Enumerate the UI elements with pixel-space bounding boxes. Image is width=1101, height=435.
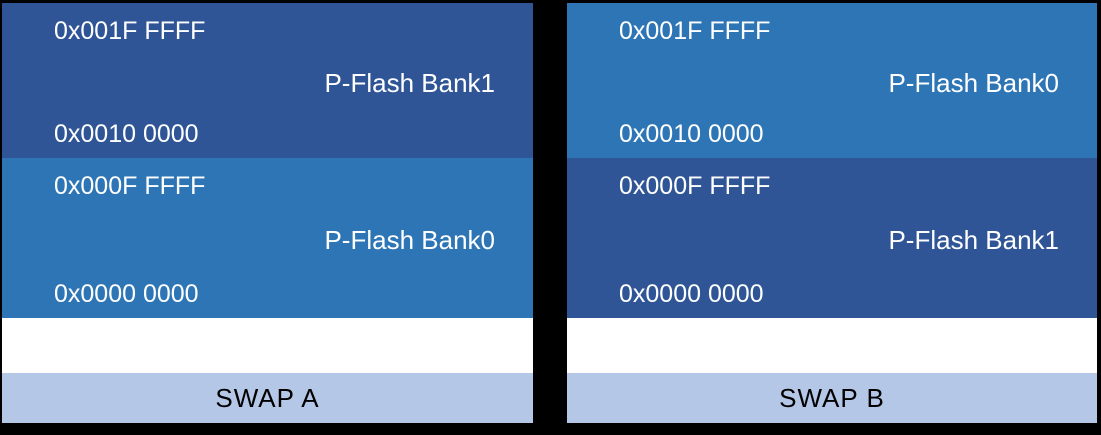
bank-name-label: P-Flash Bank0 <box>888 67 1059 98</box>
memory-block-pflash-bank1: 0x001F FFFF P-Flash Bank1 0x0010 0000 <box>2 3 533 158</box>
bank-name-label: P-Flash Bank0 <box>324 225 495 255</box>
swap-a-bar: SWAP A <box>2 373 533 423</box>
memory-block-pflash-bank1: 0x000F FFFF P-Flash Bank1 0x0000 0000 <box>567 158 1097 318</box>
memory-block-pflash-bank0: 0x000F FFFF P-Flash Bank0 0x0000 0000 <box>2 158 533 318</box>
memory-block-pflash-bank0: 0x001F FFFF P-Flash Bank0 0x0010 0000 <box>567 3 1097 158</box>
swap-a-label: SWAP A <box>215 382 320 413</box>
address-high-label: 0x000F FFFF <box>54 172 206 200</box>
spacer-band <box>2 318 533 373</box>
swap-b-label: SWAP B <box>779 382 885 413</box>
address-high-label: 0x001F FFFF <box>54 17 206 45</box>
bank-name-label: P-Flash Bank1 <box>888 225 1059 255</box>
address-low-label: 0x0000 0000 <box>619 280 764 308</box>
address-low-label: 0x0000 0000 <box>54 280 199 308</box>
spacer-band <box>567 318 1097 373</box>
address-low-label: 0x0010 0000 <box>54 120 199 148</box>
address-low-label: 0x0010 0000 <box>619 120 764 148</box>
address-high-label: 0x001F FFFF <box>619 17 771 45</box>
bank-name-label: P-Flash Bank1 <box>324 67 495 98</box>
swap-b-bar: SWAP B <box>567 373 1097 423</box>
panel-swap-a: 0x001F FFFF P-Flash Bank1 0x0010 0000 0x… <box>2 3 533 435</box>
address-high-label: 0x000F FFFF <box>619 172 771 200</box>
panel-swap-b: 0x001F FFFF P-Flash Bank0 0x0010 0000 0x… <box>567 3 1097 435</box>
